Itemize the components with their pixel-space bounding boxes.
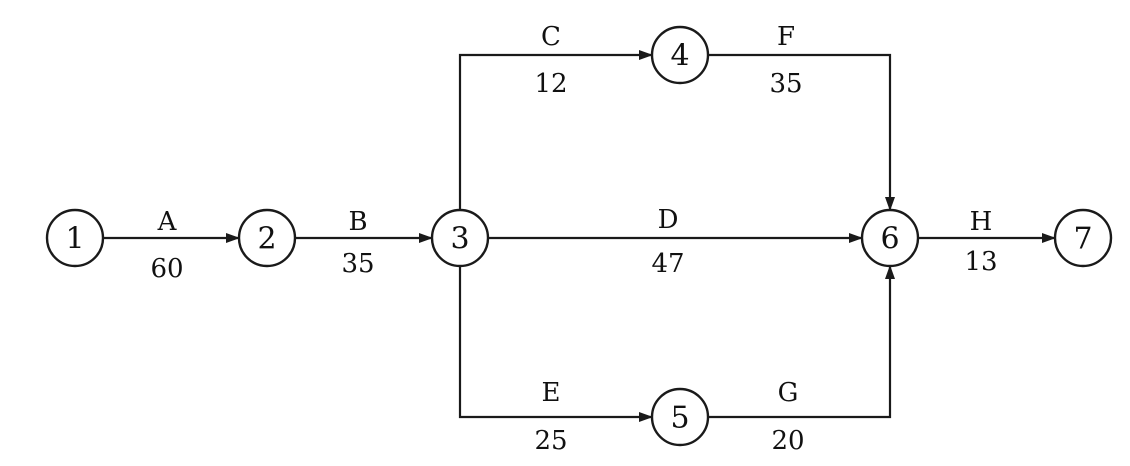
node-circle: [650, 387, 710, 447]
node-circle: [860, 208, 920, 268]
activity-arrow: [458, 266, 653, 422]
activity-duration-label: 35: [769, 69, 802, 99]
node-number-label: 7: [1073, 222, 1092, 257]
node-number-label: 4: [670, 39, 689, 74]
activity-arrow: [708, 265, 895, 419]
activity-D: D 47: [488, 205, 863, 279]
node-number-label: 2: [257, 222, 276, 257]
activity-E: E 25: [458, 266, 653, 456]
activity-name-label: D: [658, 205, 679, 235]
activity-name-label: A: [157, 207, 178, 237]
activity-name-label: H: [970, 207, 993, 237]
activity-H: H 13: [918, 207, 1056, 277]
activity-arrow: [458, 50, 653, 210]
activity-F: F 35: [708, 22, 895, 211]
node-circle: [1053, 208, 1113, 268]
activity-duration-label: 60: [150, 254, 183, 284]
activity-duration-label: 20: [771, 426, 804, 456]
event-node-5: 5: [650, 387, 710, 447]
activity-G: G 20: [708, 265, 895, 456]
node-circle: [430, 208, 490, 268]
activity-B: B 35: [295, 207, 433, 279]
event-node-2: 2: [237, 208, 297, 268]
event-node-3: 3: [430, 208, 490, 268]
event-node-4: 4: [650, 25, 710, 85]
node-circle: [237, 208, 297, 268]
activity-duration-label: 13: [964, 247, 997, 277]
event-node-7: 7: [1053, 208, 1113, 268]
activity-A: A 60: [103, 207, 240, 284]
event-node-1: 1: [45, 208, 105, 268]
activity-duration-label: 47: [651, 249, 684, 279]
activity-duration-label: 25: [534, 426, 567, 456]
node-circle: [45, 208, 105, 268]
activity-duration-label: 35: [341, 249, 374, 279]
node-number-label: 3: [450, 222, 469, 257]
activity-name-label: B: [348, 207, 367, 237]
activity-name-label: E: [542, 378, 561, 408]
activity-arrow: [708, 53, 895, 211]
node-number-label: 1: [65, 222, 84, 257]
activity-C: C 12: [458, 22, 653, 210]
activity-name-label: F: [777, 22, 795, 52]
activity-name-label: G: [778, 378, 799, 408]
event-node-6: 6: [860, 208, 920, 268]
node-circle: [650, 25, 710, 85]
activity-name-label: C: [541, 22, 561, 52]
node-number-label: 5: [670, 401, 689, 436]
node-number-label: 6: [880, 222, 899, 257]
activity-duration-label: 12: [534, 69, 567, 99]
